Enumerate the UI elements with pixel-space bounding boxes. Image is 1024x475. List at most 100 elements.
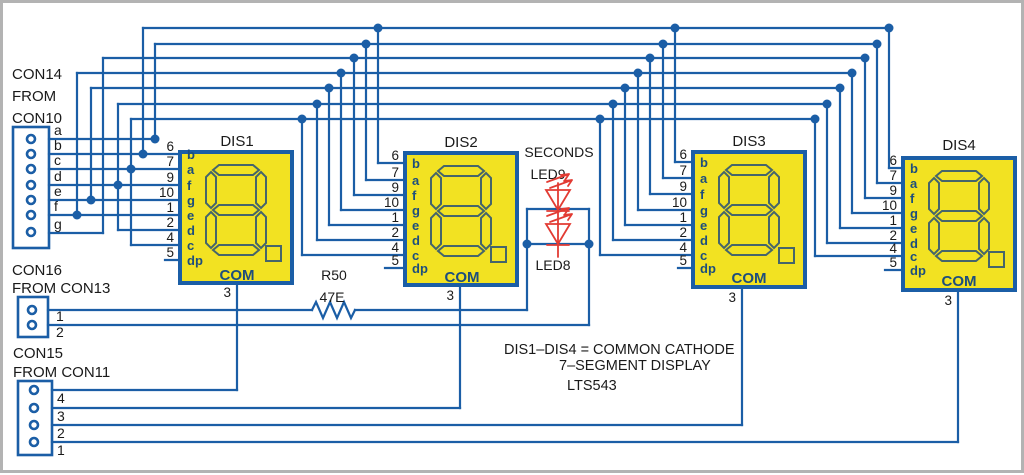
dis2-title: DIS2 — [444, 134, 477, 151]
svg-text:9: 9 — [391, 180, 399, 195]
dis3-com: COM — [732, 270, 767, 287]
dis4-dp-square — [988, 251, 1005, 268]
con14-pin-g: g — [54, 216, 62, 232]
dis3-display: DIS3 6 7 9 10 1 2 4 5 b a f g e d c dp C… — [672, 133, 807, 427]
svg-text:6: 6 — [391, 148, 399, 163]
led8-label: LED8 — [535, 257, 570, 273]
svg-text:6: 6 — [679, 147, 687, 162]
svg-text:7: 7 — [679, 163, 687, 178]
dis1-pin5: 5 — [166, 245, 174, 260]
dis4-title: DIS4 — [942, 137, 975, 154]
con14-from: FROM — [12, 88, 56, 105]
svg-text:1: 1 — [889, 213, 897, 228]
con15-title: CON15 — [13, 345, 63, 362]
svg-text:g: g — [910, 206, 918, 221]
note-line3: LTS543 — [567, 378, 617, 394]
dis3-feed-wires — [595, 23, 695, 270]
con14-pin-b: b — [54, 137, 62, 153]
con14-title: CON14 — [12, 66, 62, 83]
svg-text:b: b — [412, 156, 420, 171]
resistor-r50: R50 47E — [46, 267, 591, 327]
svg-text:dp: dp — [910, 263, 926, 278]
svg-text:d: d — [187, 223, 195, 238]
svg-text:4: 4 — [391, 240, 399, 255]
svg-text:10: 10 — [672, 195, 687, 210]
svg-text:2: 2 — [889, 228, 897, 243]
svg-text:a: a — [187, 162, 195, 177]
con14-pin-e: e — [54, 183, 62, 199]
svg-text:e: e — [700, 218, 707, 233]
con16-pin-1: 1 — [56, 308, 64, 324]
dis1-com: COM — [220, 267, 255, 284]
svg-text:5: 5 — [889, 255, 897, 270]
resistor-value: 47E — [320, 289, 345, 305]
con14-pin-a: a — [54, 122, 62, 138]
svg-text:dp: dp — [700, 261, 716, 276]
con14-source: CON10 — [12, 110, 62, 127]
con16-title: CON16 — [12, 262, 62, 279]
svg-text:4: 4 — [889, 241, 897, 256]
con15-pin-1: 1 — [57, 442, 65, 458]
svg-text:6: 6 — [889, 153, 897, 168]
led8-icon — [544, 207, 573, 258]
seconds-led-circuit: SECONDS LED9 LED8 — [522, 144, 594, 327]
dis1-pin10: 10 — [159, 185, 174, 200]
dis4-com-pin: 3 — [944, 293, 952, 308]
dis3-com-pin: 3 — [728, 290, 736, 305]
svg-text:d: d — [700, 233, 708, 248]
con14-dis1-wires — [47, 26, 182, 262]
svg-text:c: c — [187, 238, 194, 253]
svg-text:a: a — [700, 171, 708, 186]
svg-text:c: c — [700, 248, 707, 263]
svg-text:d: d — [910, 236, 918, 251]
con15-pin-3: 3 — [57, 408, 65, 424]
dis1-pin2: 2 — [166, 215, 174, 230]
dis2-com: COM — [445, 269, 480, 286]
note-line2: 7–SEGMENT DISPLAY — [559, 358, 711, 374]
dis3-dp-square — [778, 247, 795, 264]
con14-pin-d: d — [54, 168, 62, 184]
dis1-pin6: 6 — [166, 139, 174, 154]
svg-text:g: g — [700, 203, 708, 218]
svg-text:g: g — [412, 203, 420, 218]
resistor-zigzag — [310, 299, 357, 321]
dis1-dp-square — [265, 245, 282, 262]
dis3-title: DIS3 — [732, 133, 765, 150]
svg-text:g: g — [187, 193, 195, 208]
svg-text:7: 7 — [889, 168, 897, 183]
svg-text:d: d — [412, 233, 420, 248]
seconds-label: SECONDS — [524, 144, 593, 160]
con15-subtitle: FROM CON11 — [13, 364, 110, 381]
con14-pin-c: c — [54, 152, 61, 168]
svg-text:10: 10 — [882, 198, 897, 213]
dis1-display: DIS1 6 7 9 10 1 2 4 5 b a f g e d c dp C… — [159, 133, 294, 392]
svg-text:b: b — [910, 161, 918, 176]
dis2-feed-wires — [297, 23, 407, 270]
dis4-display: DIS4 6 7 9 10 1 2 4 5 b a f g e d c dp C… — [882, 137, 1017, 444]
dis1-pin7: 7 — [166, 154, 174, 169]
con15-pin-2: 2 — [57, 425, 65, 441]
con14-connector: CON14 FROM CON10 a b c d e f g — [11, 66, 62, 250]
svg-text:9: 9 — [679, 179, 687, 194]
svg-text:9: 9 — [889, 183, 897, 198]
svg-text:e: e — [187, 208, 194, 223]
dis2-com-pin: 3 — [446, 288, 454, 303]
svg-text:5: 5 — [391, 253, 399, 268]
svg-text:f: f — [910, 191, 915, 206]
led9-label: LED9 — [530, 166, 565, 182]
con15-connector: CON15 FROM CON11 4 3 2 1 — [13, 345, 960, 458]
svg-text:5: 5 — [679, 253, 687, 268]
con14-pin-f: f — [54, 198, 58, 214]
svg-text:e: e — [910, 221, 917, 236]
svg-text:dp: dp — [412, 261, 428, 276]
dis2-display: DIS2 6 7 9 10 1 2 4 5 b a f g e d c dp C… — [384, 134, 519, 410]
dis1-title: DIS1 — [220, 133, 253, 150]
svg-text:a: a — [412, 173, 420, 188]
dis1-pin4: 4 — [166, 230, 174, 245]
dis1-pin9: 9 — [166, 170, 174, 185]
dis4-feed-wires — [810, 23, 905, 272]
svg-text:4: 4 — [679, 240, 687, 255]
con16-subtitle: FROM CON13 — [12, 280, 110, 297]
